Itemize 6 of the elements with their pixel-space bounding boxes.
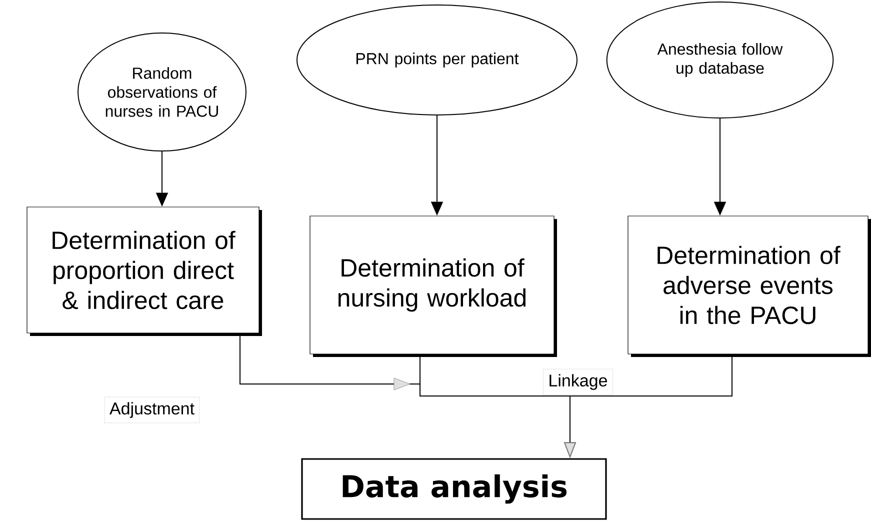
edge-label: Adjustment <box>104 396 200 424</box>
process-box: Determination of proportion direct & indirect care <box>26 206 262 336</box>
process-box: Determination of nursing workload <box>310 216 557 357</box>
result-box: Data analysis <box>301 458 607 520</box>
process-box: Determination of adverse events in the PACU <box>628 216 871 357</box>
edge-label: Linkage <box>543 368 613 396</box>
